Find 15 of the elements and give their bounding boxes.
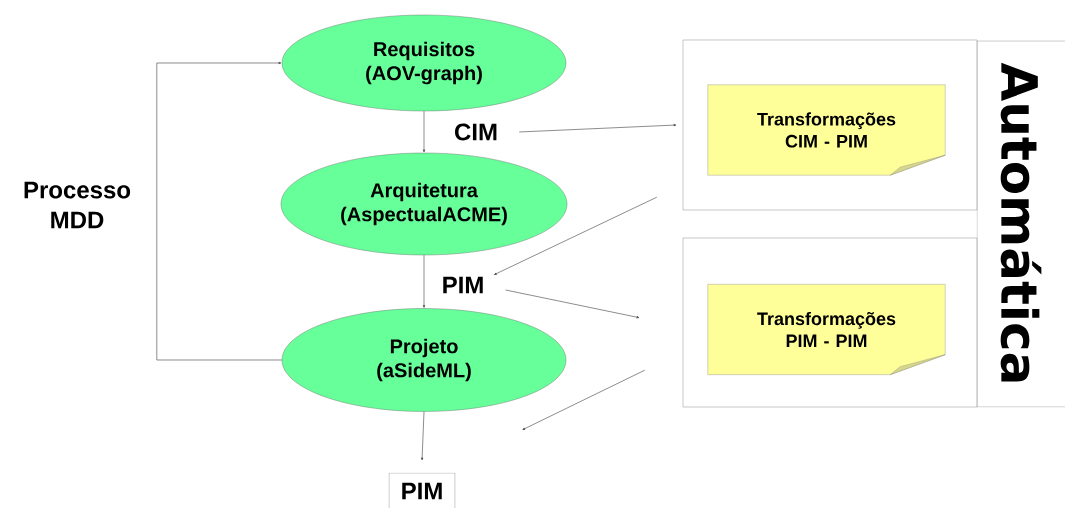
vertical-text-box: Automática [976, 40, 1065, 408]
arrow [494, 196, 658, 275]
arrow [422, 110, 426, 153]
process-label: Processo MDD [24, 181, 131, 229]
arrow [518, 124, 677, 133]
arrow [422, 254, 426, 308]
artifact-label: PIM [443, 276, 483, 294]
sticky-note: Transformações CIM - PIM [707, 84, 946, 176]
arrow [505, 289, 640, 319]
sticky-note: Transformações PIM - PIM [707, 284, 946, 375]
arrow [156, 61, 283, 361]
artifact-box: PIM [388, 472, 456, 508]
artifact-label: CIM [455, 123, 497, 141]
arrow [522, 369, 646, 430]
arrow [421, 411, 425, 461]
